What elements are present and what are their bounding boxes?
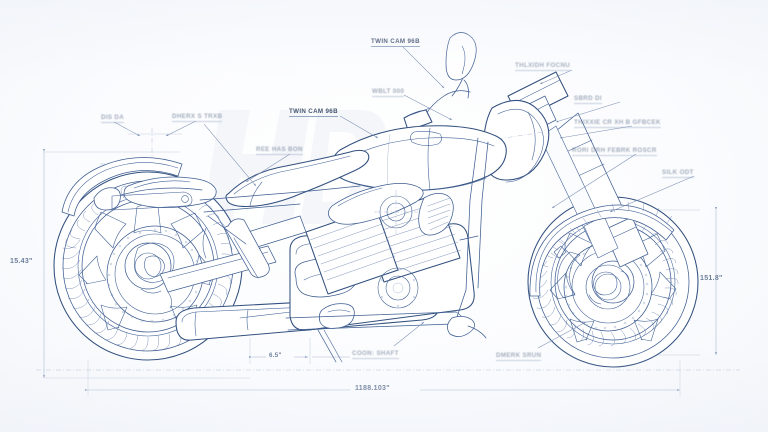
label-fork-out: SILK ODT xyxy=(662,169,694,179)
label-disc-da: DIS DA xyxy=(101,114,125,124)
fuel-tank xyxy=(331,125,507,191)
label-front-struts: DHERX S TRXB xyxy=(172,113,223,123)
dimension-lines xyxy=(36,128,740,396)
label-disc-brake-front: DMERK SRUN xyxy=(496,352,542,362)
dimension-left-vertical: 15.43" xyxy=(10,258,33,265)
label-fork-front-rotor: RORI DRH FEBRK ROSCR xyxy=(572,147,657,157)
label-shaft-oil: SBRD DI xyxy=(574,95,602,105)
label-rear-suspension: REE HAS BON xyxy=(256,146,303,156)
swingarm xyxy=(159,215,307,293)
label-twin-cam-96b-left: TWIN CAM 96B xyxy=(289,108,338,118)
rear-fender xyxy=(61,157,203,217)
label-throttle-cross: THIXXIE CR XH B GFBCEK xyxy=(574,119,661,129)
front-fork xyxy=(403,32,675,297)
seat xyxy=(123,149,370,208)
front-brake-caliper xyxy=(553,245,581,299)
label-twin-cam-96b-top: TWIN CAM 96B xyxy=(371,38,420,48)
label-wheelbase-code: WBLT 000 xyxy=(372,88,405,98)
dimension-right-vertical: 151.8" xyxy=(700,275,723,282)
engine xyxy=(289,183,475,331)
dimension-bottom-overall: 1188.103" xyxy=(355,385,390,392)
dimension-bottom-small: 6.5" xyxy=(269,352,282,359)
mirror xyxy=(445,32,477,99)
label-chain-shaft: COON: SHAFT xyxy=(352,350,399,360)
frame xyxy=(199,137,489,363)
label-throttle-front: THLXIDH FOCNU xyxy=(515,62,571,72)
front-fender xyxy=(529,201,675,297)
